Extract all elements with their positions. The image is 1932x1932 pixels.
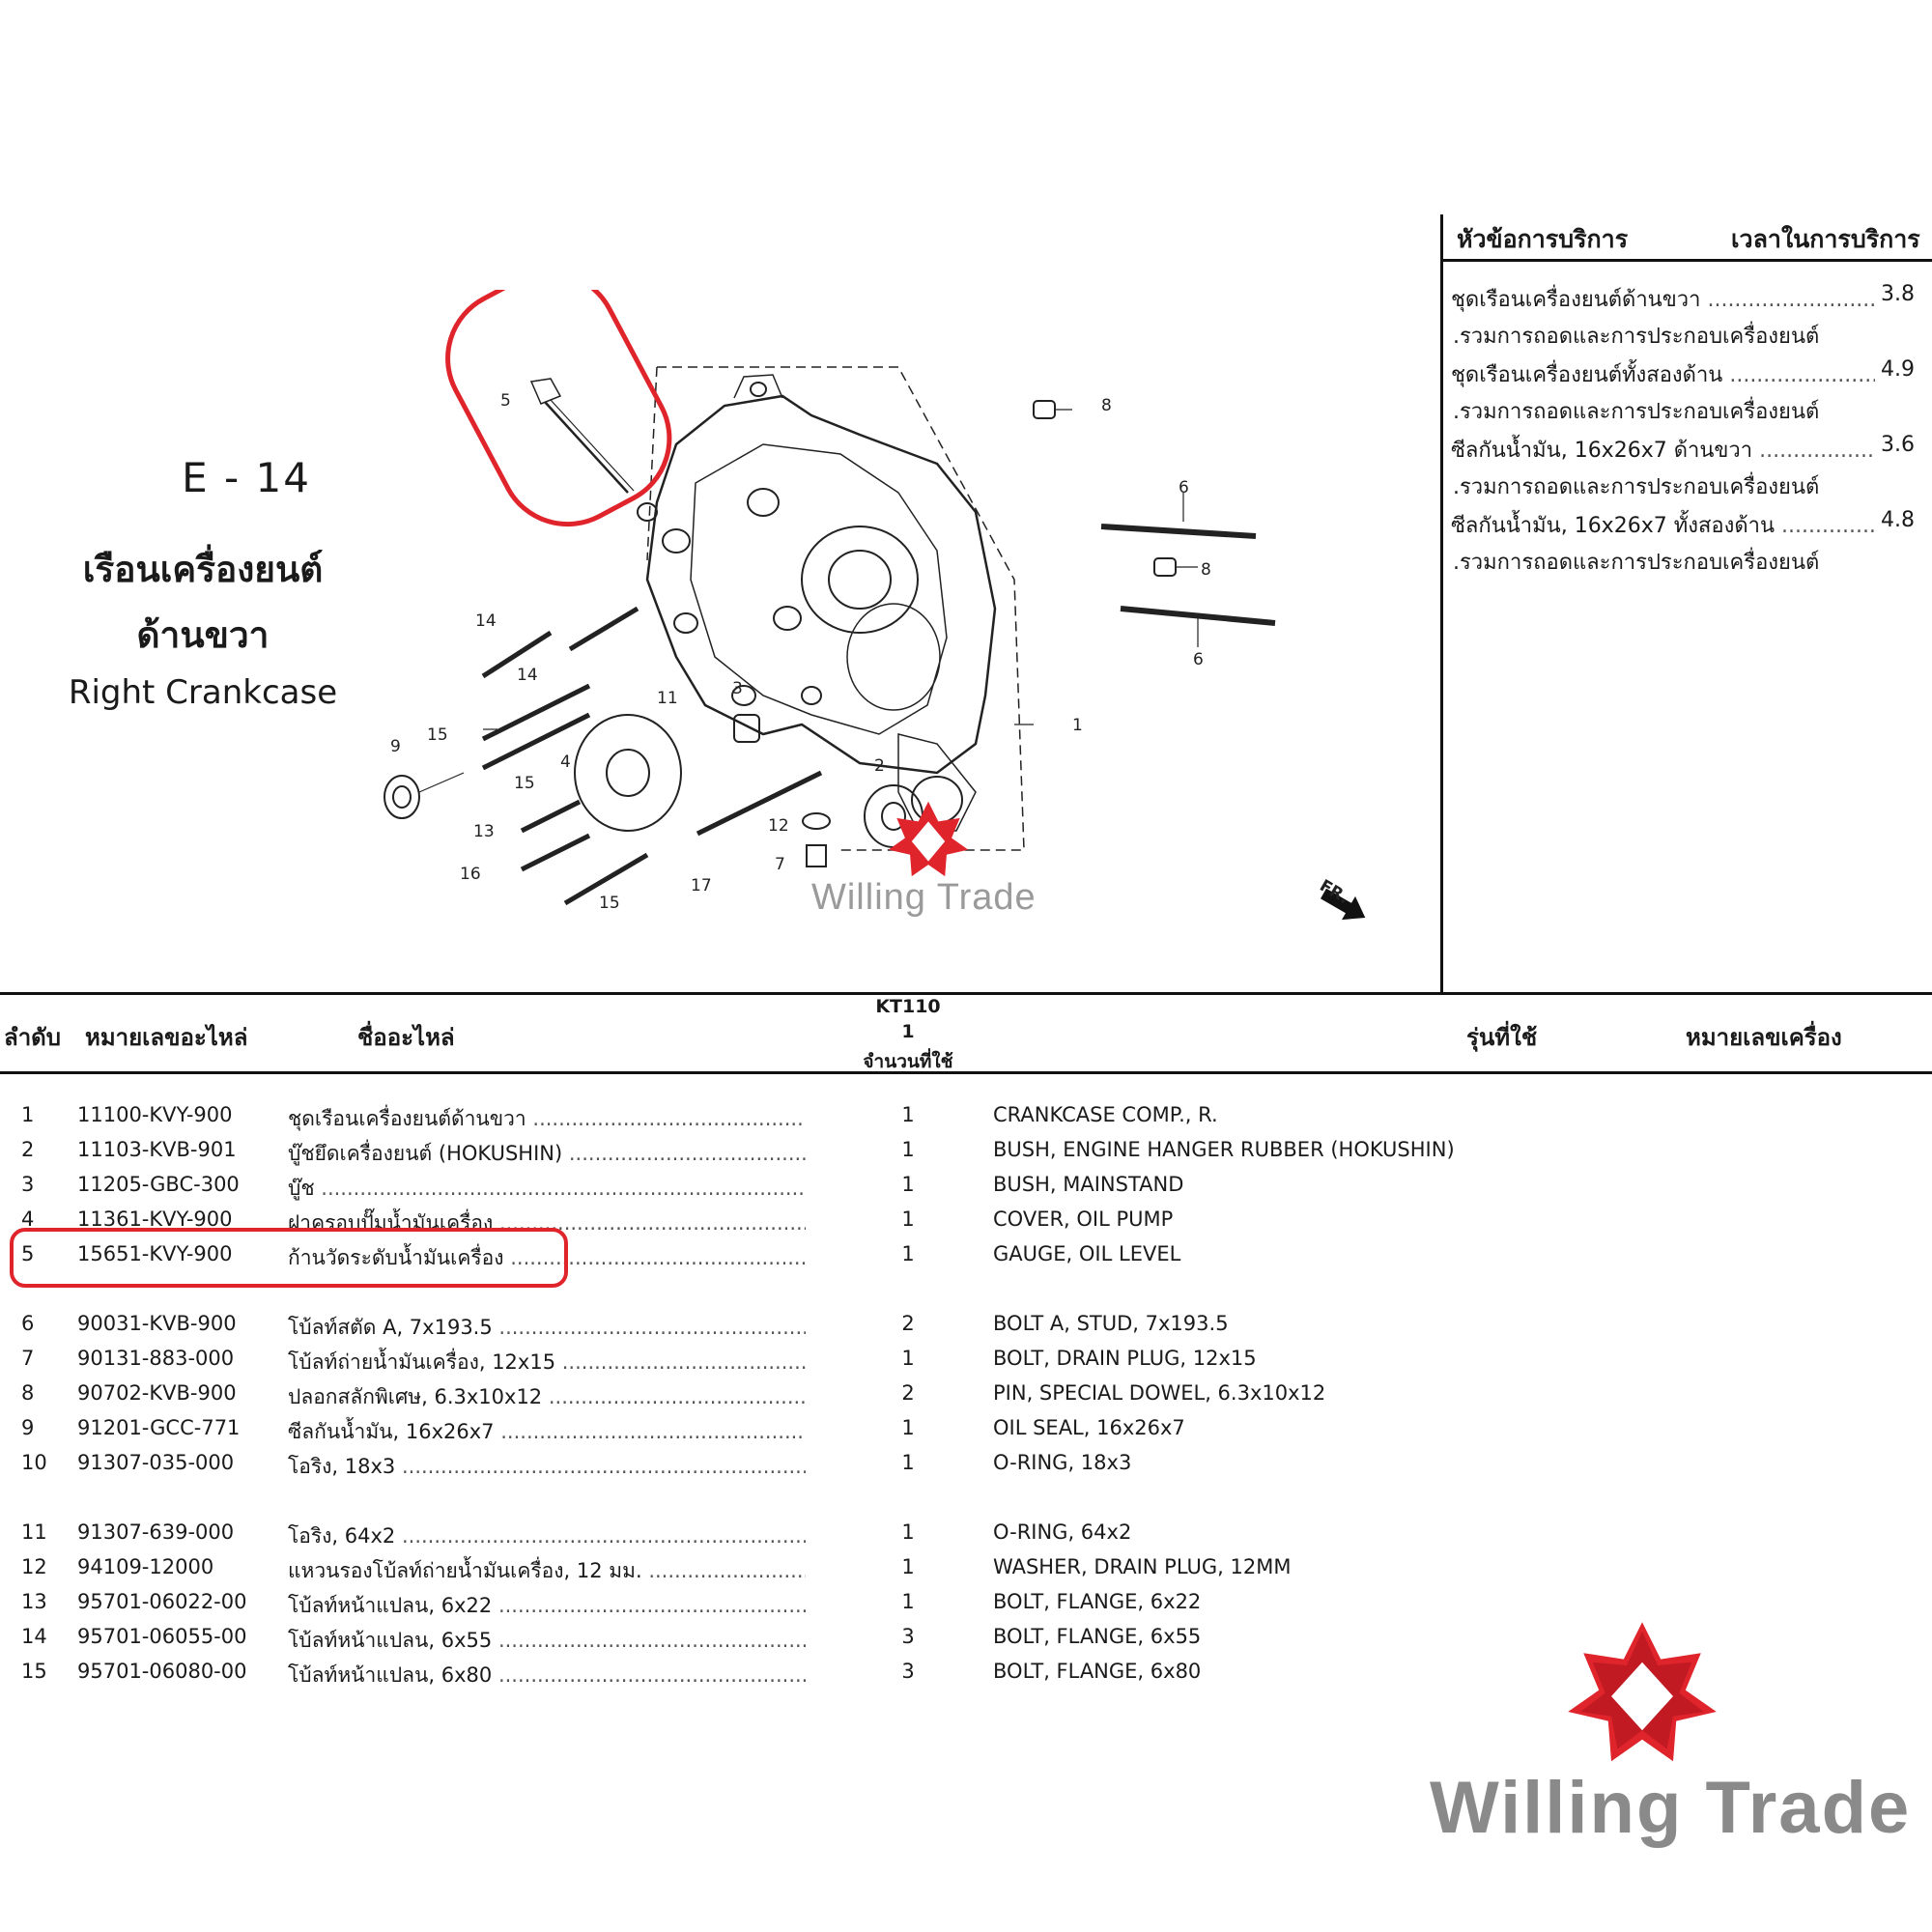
title-thai-line1: เรือนเครื่องยนต์ [82,549,324,590]
callout-4: 4 [560,753,571,772]
service-note: .รวมการถอดและการประกอบเครื่องยนต์ [1453,475,1820,499]
table-top-rule [0,992,1932,995]
callout-3: 3 [732,679,743,698]
callout-9: 9 [390,737,401,756]
service-item: ซีลกันน้ำมัน, 16x26x7 ทั้งสองด้าน ......… [1451,508,1915,538]
callout-12: 12 [768,816,789,836]
highlight-dipstick [445,290,672,527]
title-thai-line2: ด้านขวา [136,614,270,656]
section-code: E - 14 [182,454,311,501]
service-time-header: เวลาในการบริการ [1731,225,1920,253]
title-english: Right Crankcase [68,673,338,712]
front-arrow-icon [1321,888,1366,921]
callout-8a: 8 [1101,396,1112,415]
header-applicable: รุ่นที่ใช้ [1466,1024,1538,1051]
header-part-name: ชื่ออะไหล่ [357,1024,455,1051]
callout-15c: 15 [599,894,620,913]
table-header-rule [0,1071,1932,1074]
header-engine-no: หมายเลขเครื่อง [1686,1024,1842,1051]
header-no: ลำดับ [4,1024,62,1051]
crankcase-drawing: FR. 5 8 6 8 6 14 14 3 11 1 15 9 4 15 2 1… [384,290,1366,921]
watermark-text: Willing Trade [811,877,1037,918]
service-item: ซีลกันน้ำมัน, 16x26x7 ด้านขวา ..........… [1451,433,1915,463]
brand-logo-icon [1565,1619,1719,1774]
callout-2: 2 [874,756,885,776]
callout-8b: 8 [1201,560,1211,580]
callout-7: 7 [775,855,785,874]
header-qty: จำนวนที่ใช้ [863,1051,953,1072]
callout-11: 11 [657,689,678,708]
header-model: KT110 [875,996,941,1017]
callout-6b: 6 [1193,650,1204,669]
callout-15b: 15 [514,774,535,793]
header-part-no: หมายเลขอะไหล่ [85,1024,248,1051]
header-model-col: 1 [901,1021,915,1042]
callout-14a: 14 [475,611,497,631]
service-item: ชุดเรือนเครื่องยนต์ทั้งสองด้าน .........… [1451,357,1915,387]
service-note: .รวมการถอดและการประกอบเครื่องยนต์ [1453,551,1820,575]
callout-1: 1 [1072,716,1083,735]
callout-15a: 15 [427,725,448,745]
brand-logo-small-icon [887,800,970,883]
callout-5: 5 [500,391,511,411]
service-item: ชุดเรือนเครื่องยนต์ด้านขวา .............… [1451,282,1915,312]
callout-6a: 6 [1179,478,1189,497]
panel-divider [1440,214,1443,993]
service-note: .รวมการถอดและการประกอบเครื่องยนต์ [1453,325,1820,349]
service-topic-header: หัวข้อการบริการ [1457,225,1629,253]
exploded-parts-diagram: FR. 5 8 6 8 6 14 14 3 11 1 15 9 4 15 2 1… [357,290,1430,966]
highlight-row-5 [10,1228,568,1288]
callout-14b: 14 [517,666,538,685]
callout-13: 13 [473,822,495,841]
callout-17: 17 [691,876,712,895]
panel-header-rule [1443,259,1932,262]
brand-name: Willing Trade [1430,1767,1912,1849]
service-note: .รวมการถอดและการประกอบเครื่องยนต์ [1453,400,1820,424]
callout-16: 16 [460,865,481,884]
